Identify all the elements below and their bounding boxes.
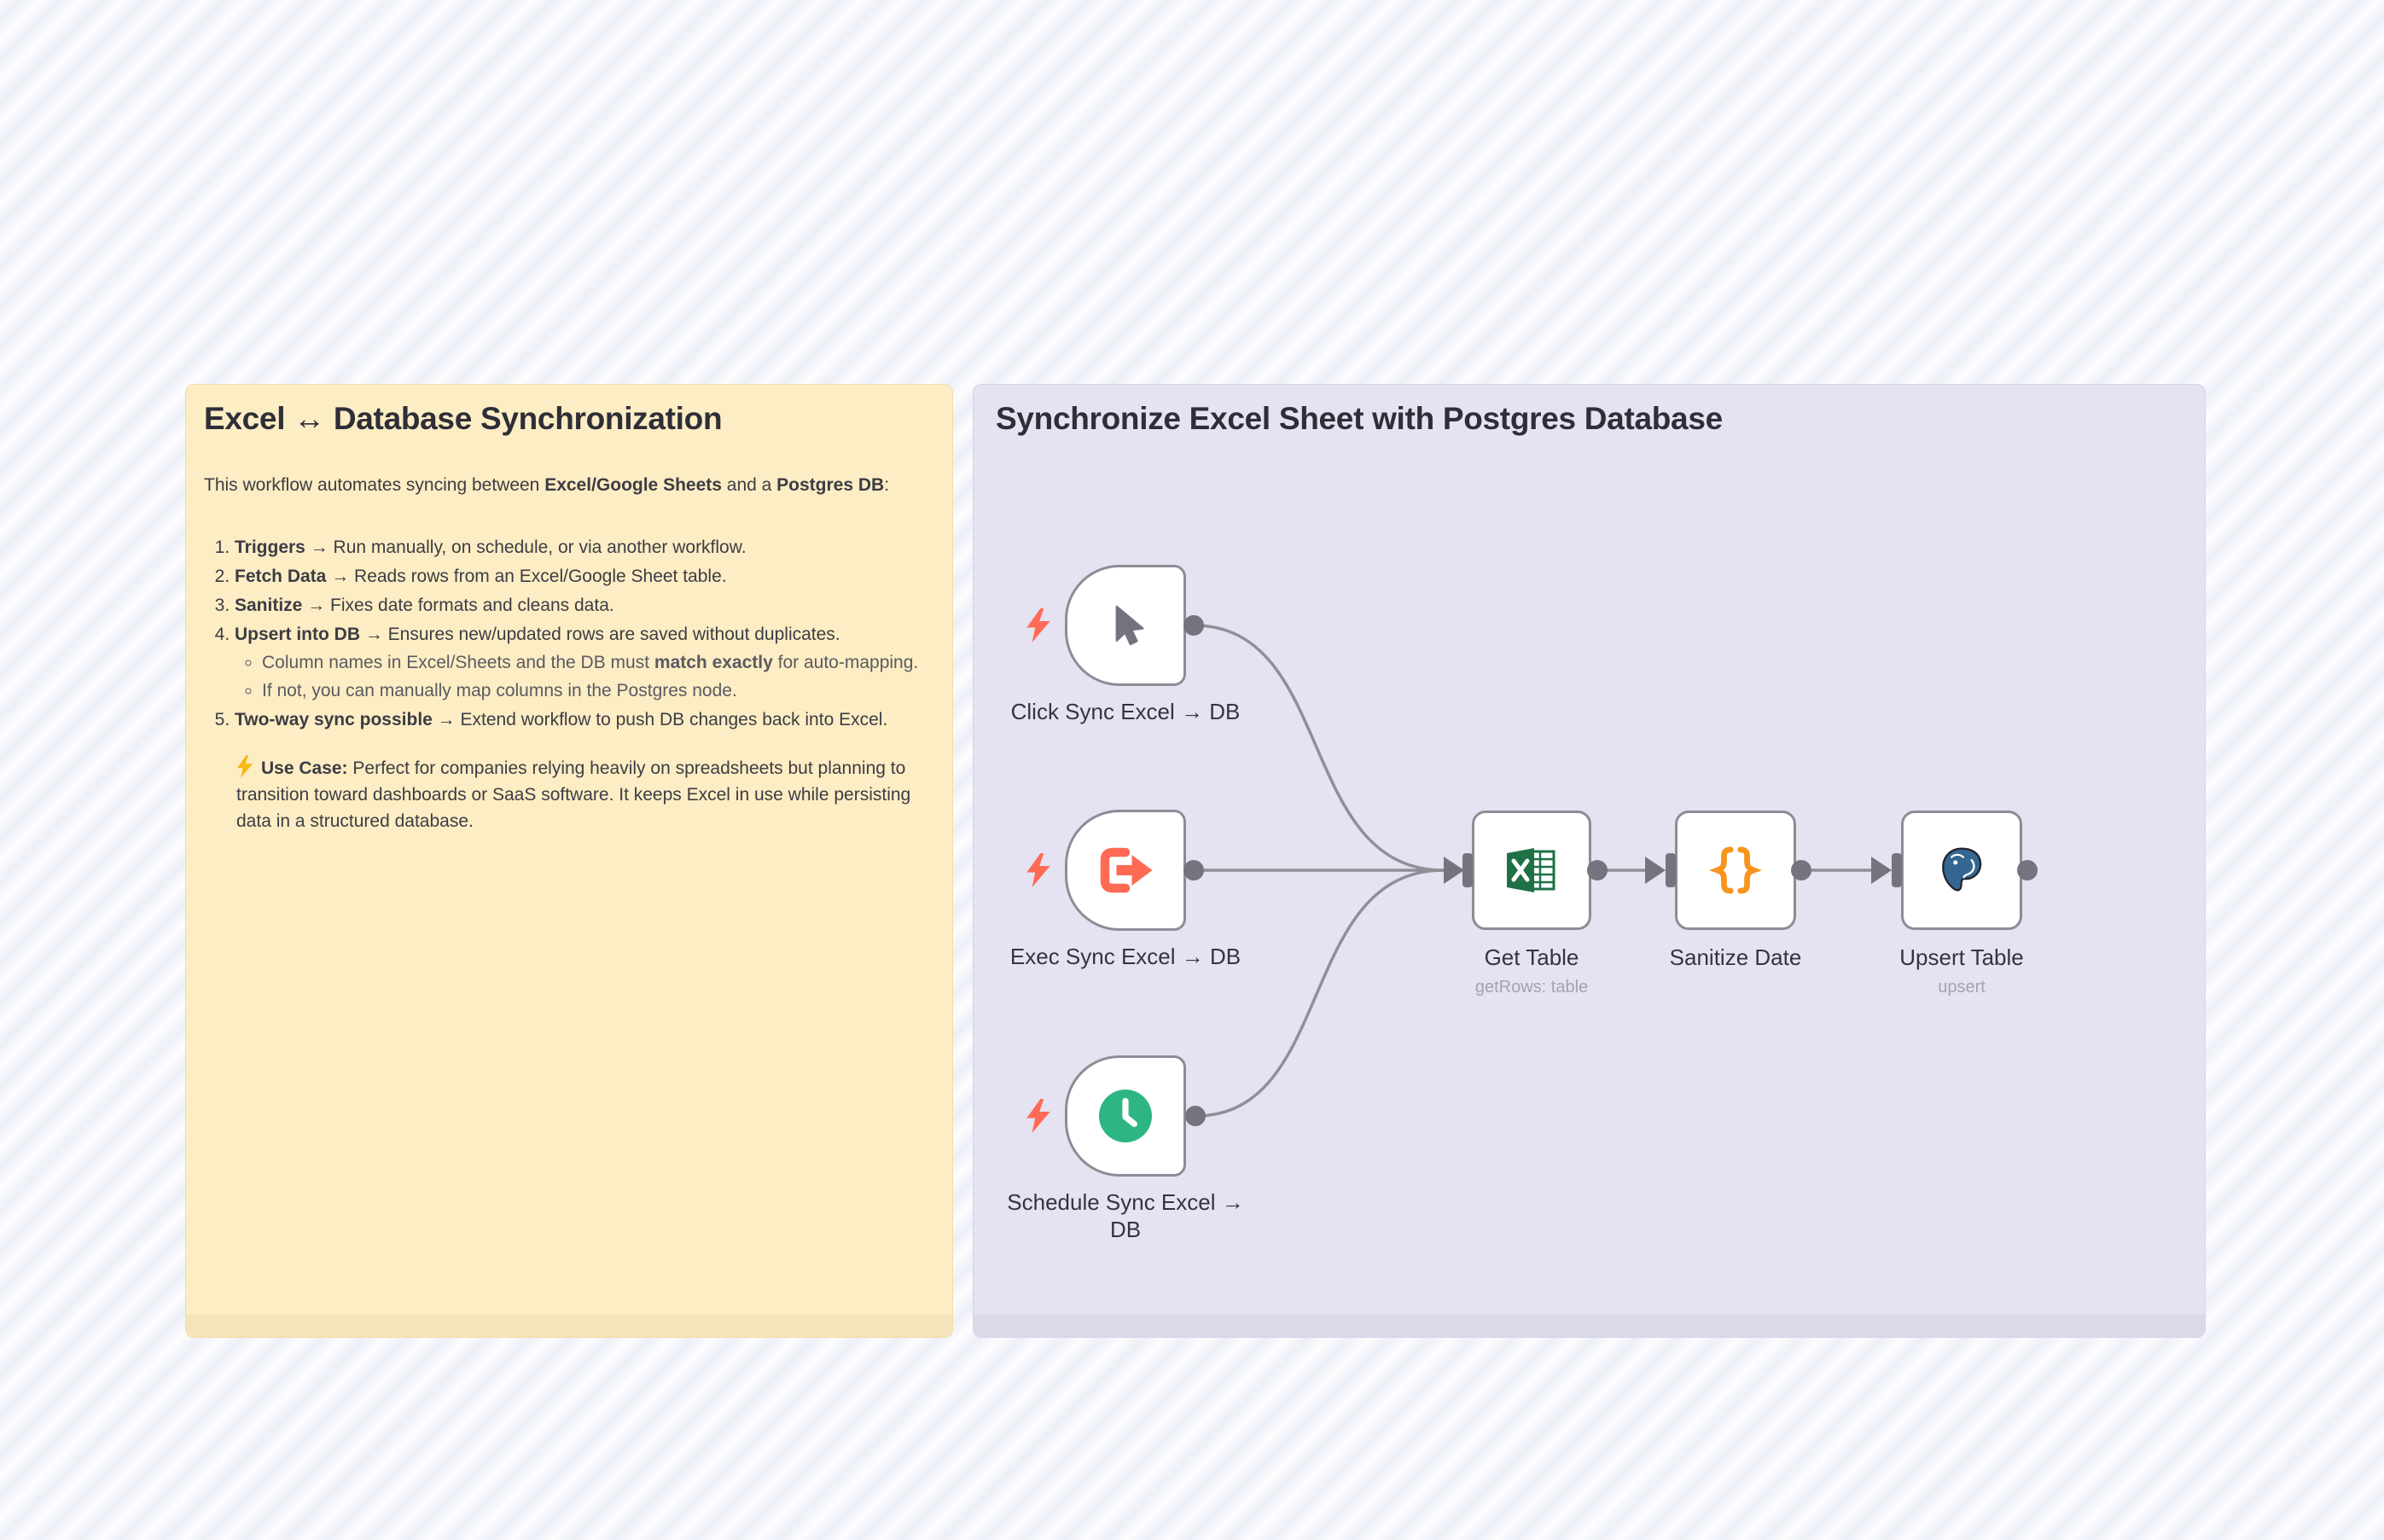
- node-box[interactable]: [1065, 810, 1186, 931]
- sub-item: Column names in Excel/Sheets and the DB …: [262, 649, 933, 676]
- yellow-note-steps: Triggers → Run manually, on schedule, or…: [204, 534, 933, 733]
- node-click-sync-trigger[interactable]: Click Sync Excel → DB: [1011, 565, 1240, 724]
- trigger-bolt-icon: [1026, 853, 1050, 887]
- node-box[interactable]: [1675, 811, 1796, 930]
- node-subtitle: getRows: table: [1474, 978, 1589, 997]
- node-box[interactable]: [1065, 1055, 1186, 1177]
- purple-note-title: Synchronize Excel Sheet with Postgres Da…: [996, 401, 1723, 436]
- braces-icon: [1709, 846, 1762, 894]
- trigger-bolt-icon: [1026, 608, 1050, 642]
- node-upsert-table[interactable]: Upsert Table upsert: [1899, 811, 2024, 997]
- node-label: Schedule Sync Excel → DB: [1007, 1189, 1244, 1242]
- step-item: Sanitize → Fixes date formats and cleans…: [235, 592, 933, 619]
- node-label: Sanitize Date: [1669, 944, 1802, 970]
- node-schedule-sync-trigger[interactable]: Schedule Sync Excel → DB: [1007, 1055, 1244, 1242]
- postgres-icon: [1942, 847, 1982, 892]
- node-label: Upsert Table: [1899, 944, 2024, 970]
- yellow-note-intro: This workflow automates syncing between …: [204, 475, 890, 496]
- node-sanitize-date[interactable]: Sanitize Date: [1670, 811, 1801, 970]
- connection-click-to-gettable[interactable]: [1193, 624, 1445, 872]
- sub-item: If not, you can manually map columns in …: [262, 677, 933, 704]
- node-label: Get Table: [1484, 944, 1579, 970]
- sticky-note-yellow[interactable]: Excel ↔ Database Synchronization This wo…: [185, 384, 953, 1338]
- use-case-paragraph: Use Case: Perfect for companies relying …: [236, 755, 933, 834]
- lightning-icon: [236, 755, 253, 779]
- cursor-icon: [1115, 605, 1144, 646]
- node-box[interactable]: [1065, 565, 1186, 686]
- node-box[interactable]: [1472, 811, 1591, 930]
- step-item: Two-way sync possible → Extend workflow …: [235, 706, 933, 733]
- execute-workflow-icon: [1100, 847, 1153, 893]
- step-item: Fetch Data → Reads rows from an Excel/Go…: [235, 563, 933, 590]
- node-label: Exec Sync Excel → DB: [1009, 944, 1241, 969]
- excel-icon: [1507, 848, 1555, 892]
- node-exec-sync-trigger[interactable]: Exec Sync Excel → DB: [1010, 810, 1241, 969]
- node-box[interactable]: [1901, 811, 2022, 930]
- yellow-note-title: Excel ↔ Database Synchronization: [204, 401, 723, 436]
- node-label: Click Sync Excel → DB: [1010, 699, 1241, 724]
- clock-icon: [1099, 1090, 1152, 1142]
- node-subtitle: upsert: [1938, 978, 1986, 997]
- step-item: Triggers → Run manually, on schedule, or…: [235, 534, 933, 561]
- step-sub-list: Column names in Excel/Sheets and the DB …: [235, 649, 933, 704]
- trigger-bolt-icon: [1026, 1099, 1050, 1133]
- step-item: Upsert into DB → Ensures new/updated row…: [235, 621, 933, 704]
- node-get-table[interactable]: Get Table getRows: table: [1472, 811, 1591, 997]
- connection-schedule-to-gettable[interactable]: [1195, 869, 1445, 1118]
